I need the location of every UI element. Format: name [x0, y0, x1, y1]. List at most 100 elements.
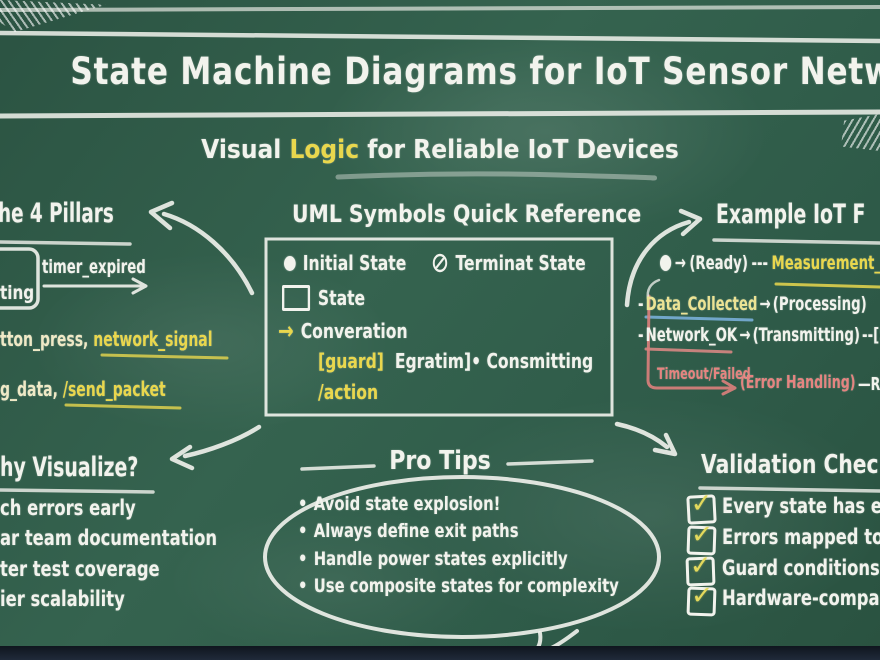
measurement-underline — [774, 282, 880, 289]
transmit-suffix: --[Send — [862, 324, 880, 346]
validation-item: Errors mapped to — [722, 525, 880, 549]
uml-row-state: State — [282, 285, 365, 311]
uml-row-guard: [guard] Egratim]• Consmitting — [318, 350, 593, 372]
arrow-to-pillars — [148, 200, 255, 296]
pro-tip-item: • Handle power states explicitly — [298, 549, 568, 570]
example-row-ready: → (Ready) --- Measurement_Ti — [660, 253, 880, 274]
why-item: ar team documentation — [0, 526, 218, 550]
example-row-processing: - Data_Collected → (Processing) — [638, 294, 867, 315]
pillars-state-label: ting — [0, 282, 35, 304]
timer-expired-arrow — [42, 277, 148, 295]
uml-row-transition: → Converation — [278, 317, 408, 345]
validation-underline — [698, 486, 880, 493]
pro-tip-label: Handle power states explicitly — [313, 548, 568, 570]
subtitle-post: for Reliable IoT Devices — [359, 135, 679, 165]
branch-dash: - — [638, 293, 644, 315]
flow-start-icon — [660, 255, 672, 272]
subtitle-highlight: Logic — [289, 135, 360, 165]
error-handling-state: (Error Handling) — [740, 372, 856, 393]
network-ok-underline — [644, 347, 733, 354]
page-title: State Machine Diagrams for IoT Sensor Ne… — [70, 50, 880, 93]
state-icon — [282, 285, 311, 311]
terminal-state-icon — [432, 253, 448, 273]
ready-state: (Ready) — [689, 252, 748, 274]
validation-item: Every state has e — [722, 494, 880, 518]
data-collected-event: Data_Collected — [645, 293, 758, 315]
bullet-icon: • — [298, 520, 308, 542]
error-suffix: —Ret — [858, 374, 880, 395]
arrow-to-why — [169, 424, 262, 471]
why-item: ter test coverage — [0, 557, 160, 581]
pillars-state-box — [0, 247, 40, 310]
check-mark-icon: ✓ — [690, 519, 714, 551]
check-mark-icon: ✓ — [689, 488, 714, 520]
error-connector-line — [646, 294, 737, 396]
pro-tips-heading: Pro Tips — [389, 446, 491, 476]
pro-tip-item: • Always define exit paths — [298, 521, 519, 542]
ready-dashes: --- — [751, 252, 769, 274]
chalkboard-tray-shadow — [0, 646, 880, 660]
guard-event-fragment: Egratim]• Consmitting — [394, 349, 594, 373]
subtitle-pre: Visual — [201, 135, 290, 165]
banner-bottom-line — [0, 109, 880, 119]
actions-underline — [64, 403, 182, 410]
why-item: ier scalability — [0, 587, 125, 611]
arrow-to-example — [624, 208, 703, 308]
pro-tip-item: • Use composite states for complexity — [298, 576, 619, 597]
pro-tip-item: • Avoid state explosion! — [298, 494, 500, 515]
state-label: State — [317, 286, 366, 310]
check-mark-icon: ✓ — [690, 580, 714, 612]
pillars-underline — [0, 240, 132, 246]
ready-loop-hook — [646, 278, 661, 301]
example-row-transmitting: - Network_OK → (Transmitting) --[Send — [638, 325, 880, 346]
ribbon-fold-right — [841, 114, 880, 151]
actions-fragment: g_data, — [0, 377, 63, 401]
checkbox-checked-icon: ✓ — [686, 581, 717, 617]
measurement-event: Measurement_Ti — [771, 252, 880, 274]
subtitle: Visual Logic for Reliable IoT Devices — [44, 136, 836, 165]
flow-arrow: → — [739, 324, 751, 346]
bullet-icon: • — [298, 548, 308, 570]
initial-state-label: Initial State — [302, 251, 407, 275]
subtitle-streak — [335, 171, 657, 181]
guard-label: [guard] — [318, 349, 384, 373]
data-collected-underline — [644, 315, 754, 322]
arrow-to-validation — [614, 421, 678, 457]
events-fragment: tton_press, — [0, 327, 94, 351]
pro-tips-bubble — [263, 475, 661, 639]
validation-item: Guard conditions — [722, 556, 880, 580]
example-heading-underline — [712, 238, 880, 245]
pillars-actions-line: g_data, /send_packet — [0, 378, 166, 400]
why-item: ch errors early — [0, 496, 136, 520]
validation-heading: Validation Chec — [701, 450, 879, 480]
action-label: /action — [318, 380, 379, 404]
transition-label: Converation — [300, 319, 408, 344]
events-highlight: network_signal — [93, 327, 213, 351]
processing-state: (Processing) — [772, 293, 867, 315]
uml-reference-box — [264, 237, 614, 417]
pro-tip-label: Always define exit paths — [313, 520, 519, 542]
uml-heading: UML Symbols Quick Reference — [291, 200, 642, 228]
events-underline — [100, 353, 229, 360]
check-mark-icon: ✓ — [689, 550, 713, 582]
why-underline — [0, 488, 155, 494]
pillars-events-line: tton_press, network_signal — [0, 328, 213, 350]
network-ok-event: Network_OK — [645, 324, 738, 346]
pro-tips-left-line — [300, 464, 376, 471]
validation-item: Hardware-compa — [722, 586, 880, 610]
transition-arrow-icon: → — [278, 317, 294, 345]
pro-tips-right-line — [506, 459, 594, 466]
example-heading: Example IoT F — [716, 199, 866, 230]
flow-arrow: → — [674, 252, 686, 274]
timeout-event: Timeout/Failed — [657, 364, 751, 383]
pro-tip-label: Use composite states for complexity — [313, 575, 619, 597]
initial-state-icon — [284, 255, 296, 271]
timer-expired-label: timer_expired — [42, 256, 146, 278]
uml-row-initial-terminal: Initial State Terminat State — [284, 252, 586, 274]
bullet-icon: • — [298, 493, 308, 515]
terminal-state-label: Terminat State — [455, 251, 586, 275]
pro-tip-label: Avoid state explosion! — [313, 493, 501, 515]
top-chalk-line — [0, 5, 880, 12]
